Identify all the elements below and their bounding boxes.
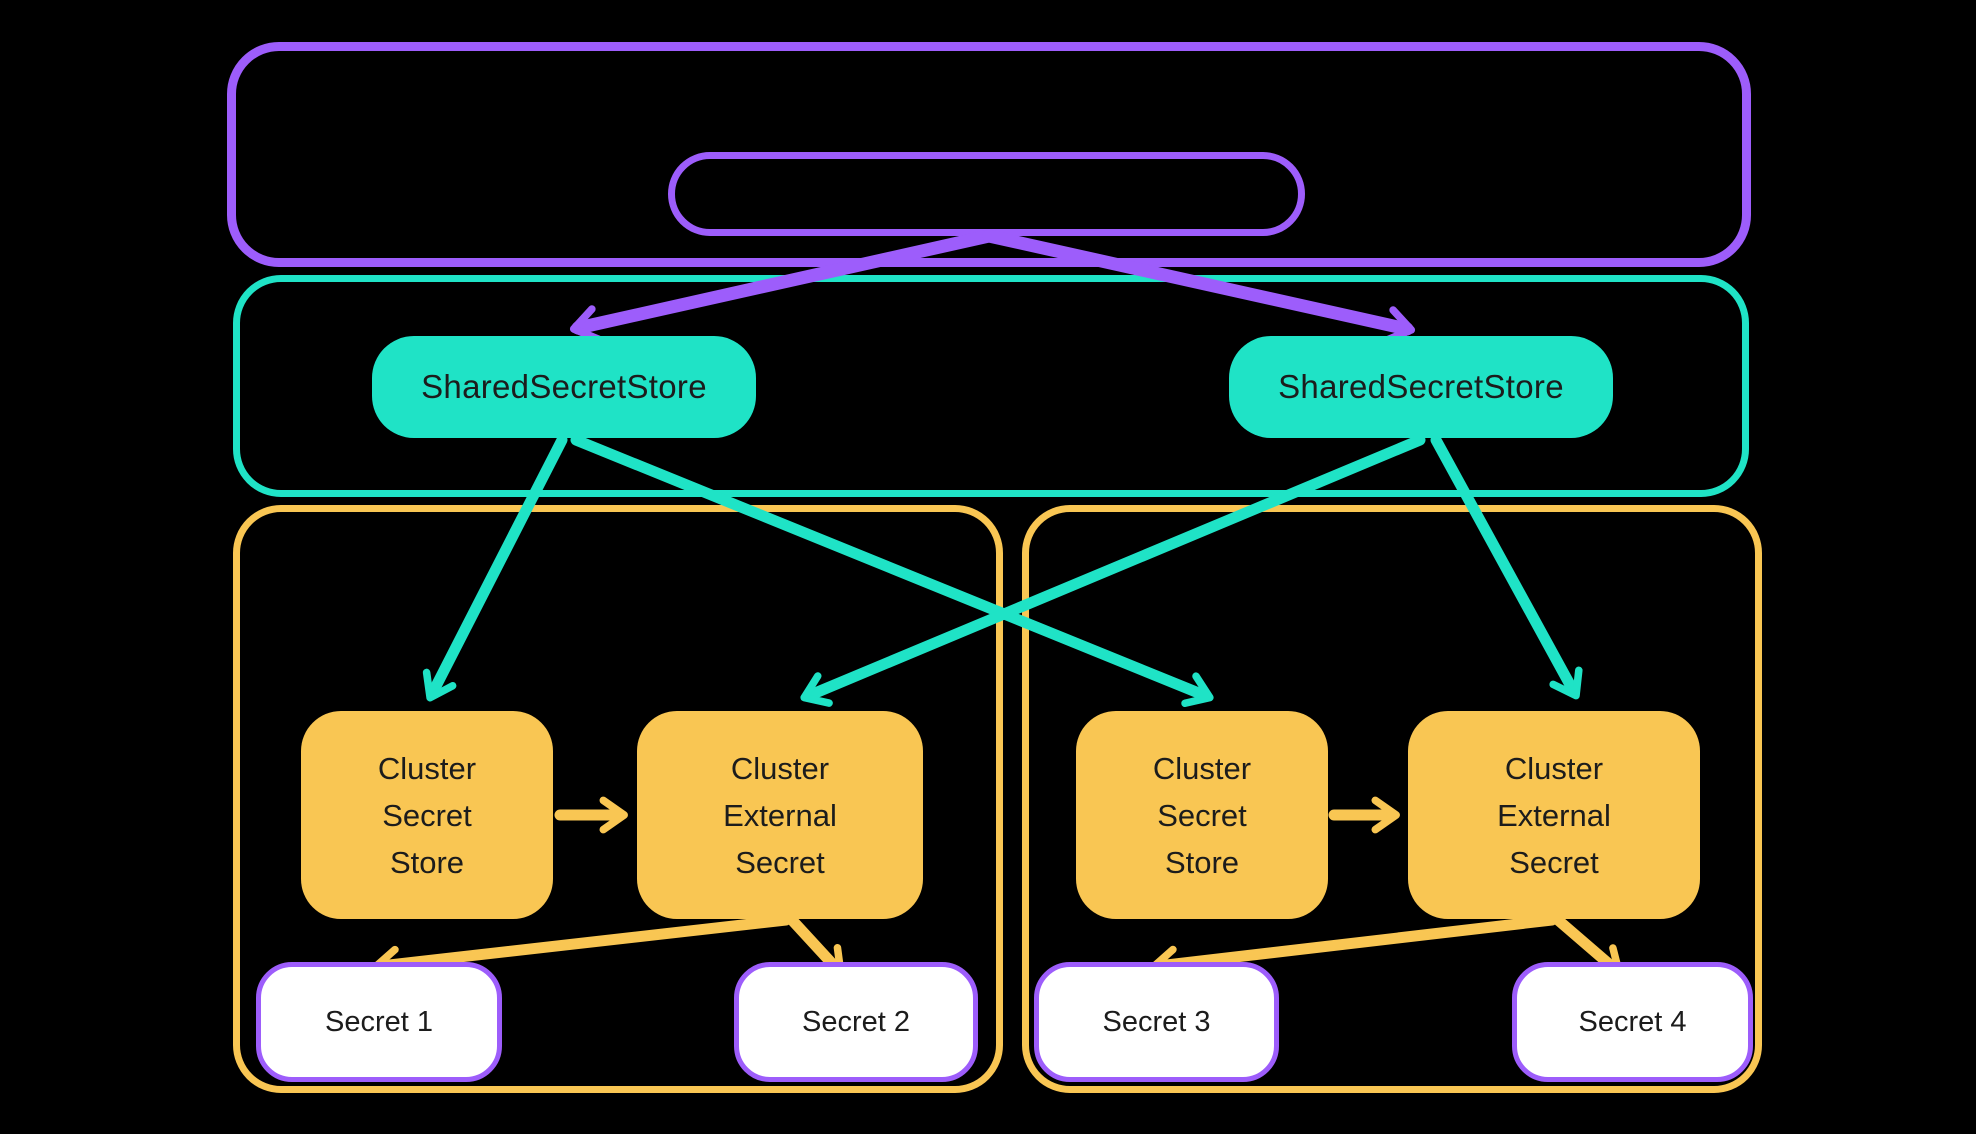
secret-4-node: Secret 4 bbox=[1512, 962, 1753, 1082]
cluster-external-secret-left-node: Cluster External Secret bbox=[637, 711, 923, 919]
secret-3-node: Secret 3 bbox=[1034, 962, 1279, 1082]
secret-1-node: Secret 1 bbox=[256, 962, 502, 1082]
shared-secret-store-left-node: SharedSecretStore bbox=[372, 336, 756, 438]
secret-2-node: Secret 2 bbox=[734, 962, 978, 1082]
cluster-secret-store-left-node: Cluster Secret Store bbox=[301, 711, 553, 919]
shared-secret-store-right-node: SharedSecretStore bbox=[1229, 336, 1613, 438]
cluster-secret-store-right-node: Cluster Secret Store bbox=[1076, 711, 1328, 919]
top-pill-outline bbox=[668, 152, 1305, 236]
cluster-external-secret-right-node: Cluster External Secret bbox=[1408, 711, 1700, 919]
